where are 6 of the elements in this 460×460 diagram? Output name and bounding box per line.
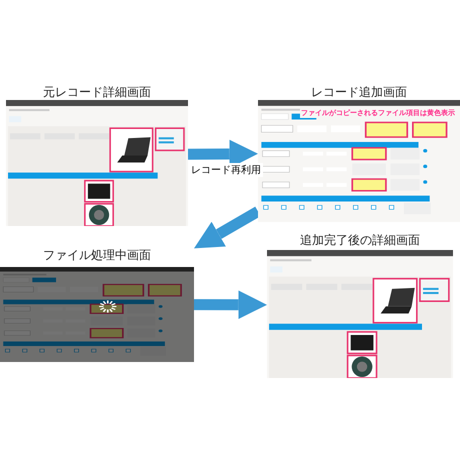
screen-title: 追加完了後の詳細画面 <box>299 232 421 249</box>
screen-title: 元レコード詳細画面 <box>42 84 152 101</box>
screen-title: レコード追加画面 <box>310 84 408 101</box>
edge-label: レコード再利用 <box>189 163 263 177</box>
screen-title: ファイル処理中画面 <box>42 247 152 264</box>
block-arrow <box>194 290 267 320</box>
